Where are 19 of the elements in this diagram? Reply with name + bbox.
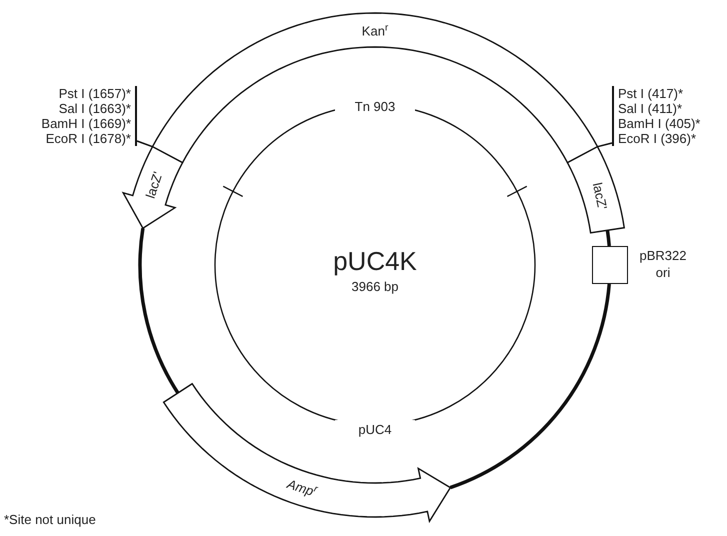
plasmid-backbone xyxy=(606,230,611,246)
gene-label: lacZ' xyxy=(142,169,166,200)
restriction-site-label: Sal I (1663)* xyxy=(58,101,131,116)
plasmid-backbone xyxy=(138,228,180,394)
restriction-site-label: Pst I (417)* xyxy=(618,86,684,101)
map-label: pUC4 xyxy=(335,420,415,440)
restriction-site-label: EcoR I (396)* xyxy=(618,131,696,146)
gene-label: Amp$^{r}$ xyxy=(286,476,319,500)
leader-line xyxy=(136,140,153,148)
restriction-site-label: Sal I (411)* xyxy=(618,101,682,116)
restriction-site-label: Pst I (1657)* xyxy=(58,86,131,101)
gene-label: Kan$^{r}$ xyxy=(362,24,388,38)
leader-line xyxy=(597,142,612,148)
restriction-site-label: EcoR I (1678)* xyxy=(46,131,131,146)
gene-label: lacZ' xyxy=(590,182,610,212)
restriction-site-label: BamH I (1669)* xyxy=(41,116,131,131)
plasmid-backbone xyxy=(450,284,611,490)
restriction-site-label: BamH I (405)* xyxy=(618,116,700,131)
origin-label: pBR322 ori xyxy=(638,247,688,281)
